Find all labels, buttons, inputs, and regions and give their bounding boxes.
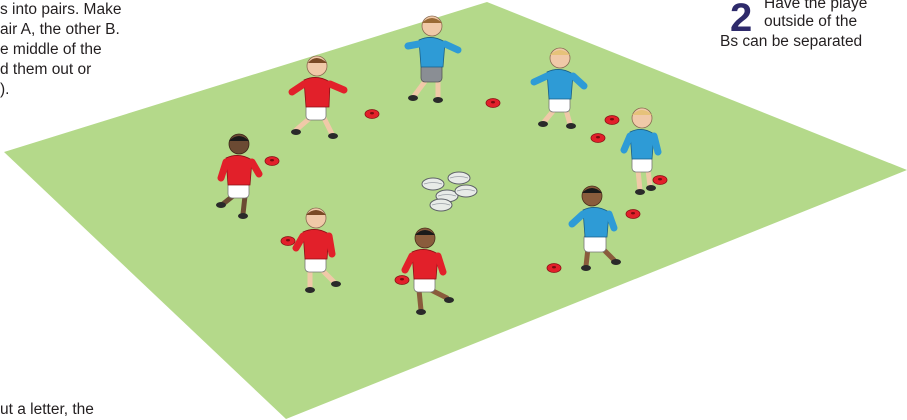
instruction-line: d them out or	[0, 60, 121, 80]
instruction-line: air A, the other B.	[0, 20, 121, 40]
cone	[653, 176, 667, 185]
instruction-line: s into pairs. Make	[0, 0, 121, 20]
cone	[626, 210, 640, 219]
bottom-instruction: ut a letter, the	[0, 400, 94, 420]
grass-pitch	[4, 2, 907, 419]
cone	[547, 264, 561, 273]
cone	[281, 237, 295, 246]
cone	[365, 110, 379, 119]
rugby-ball	[455, 185, 477, 197]
instruction-line: e middle of the	[0, 40, 121, 60]
cone	[395, 276, 409, 285]
rugby-ball	[422, 178, 444, 190]
cone	[265, 157, 279, 166]
instruction-line: outside of the	[764, 12, 857, 32]
rugby-ball	[430, 199, 452, 211]
cone	[486, 99, 500, 108]
rugby-ball	[448, 172, 470, 184]
left-instructions: s into pairs. Make air A, the other B. e…	[0, 0, 121, 100]
cone	[591, 134, 605, 143]
instruction-line: ).	[0, 80, 121, 100]
cone	[605, 116, 619, 125]
instruction-line: Bs can be separated	[720, 32, 862, 52]
